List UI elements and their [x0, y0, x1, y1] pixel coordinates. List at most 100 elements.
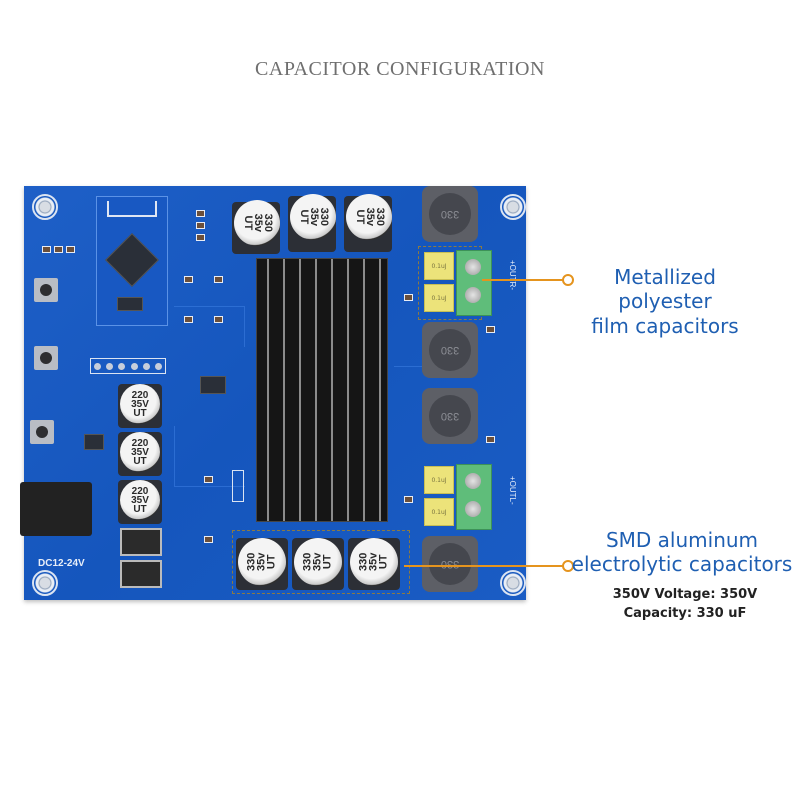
- film-capacitors-callout-label: Metallized polyester film capacitors: [570, 265, 760, 338]
- left-output-label: +OUTL-: [508, 476, 517, 505]
- smd-resistor: [404, 294, 413, 301]
- smd-resistor: [486, 436, 495, 443]
- bluetooth-chip: [105, 233, 159, 287]
- smd-resistor: [196, 222, 205, 229]
- left-output-screw-terminal: [456, 464, 492, 530]
- capacitor-brand: UT: [320, 554, 333, 570]
- capacitor-brand: UT: [264, 554, 277, 570]
- smd-capacitors-label-line1: SMD aluminum: [605, 528, 759, 552]
- polyester-film-capacitor: 0.1uJ: [424, 252, 454, 280]
- power-input-label: DC12-24V: [38, 558, 85, 569]
- smd-resistor: [42, 246, 51, 253]
- screw-icon: [465, 501, 481, 517]
- smd-capacitors-label-line2: electrolytic capacitors: [571, 552, 793, 577]
- film-capacitors-label-line2: film capacitors: [591, 313, 739, 338]
- screw-icon: [465, 473, 481, 489]
- mounting-hole-top-left: [32, 194, 58, 220]
- film-capacitor-marking: 0.1uJ: [431, 508, 447, 516]
- smd-resistor: [66, 246, 75, 253]
- smd-capacitors-callout-line: [404, 565, 566, 567]
- smd-diode: [120, 528, 162, 556]
- capacitor-value: 220: [131, 485, 149, 497]
- inductor-marking: 330: [429, 395, 471, 437]
- pcb-trace: [174, 426, 245, 487]
- header-pins: [90, 358, 166, 374]
- next-volume-up-button: [34, 346, 58, 370]
- mounting-hole-top-right: [500, 194, 526, 220]
- power-inductor: 330: [422, 322, 478, 378]
- capacitor-value: 220: [131, 389, 149, 401]
- right-output-label: +OUTR-: [508, 260, 517, 290]
- heatsink: [256, 258, 388, 522]
- capacitor-brand: UT: [133, 503, 147, 515]
- inductor-marking: 330: [429, 543, 471, 585]
- smd-resistor: [214, 316, 223, 323]
- power-inductor: 330: [422, 536, 478, 592]
- smd-resistor: [184, 316, 193, 323]
- prev-volume-down-button: [34, 278, 58, 302]
- op-amp-chip: [200, 376, 226, 394]
- smd-resistor: [204, 536, 213, 543]
- capacitor-brand: UT: [376, 554, 389, 570]
- polyester-film-capacitor: 0.1uJ: [424, 498, 454, 526]
- capacitor-voltage: 35V: [131, 398, 149, 410]
- capacitor-brand: UT: [242, 215, 255, 231]
- capacitor-voltage: 35V: [131, 494, 149, 506]
- smd-resistor: [404, 496, 413, 503]
- smd-resistor: [214, 276, 223, 283]
- inductor-marking: 330: [429, 193, 471, 235]
- capacitor-spec: 350V Voltage: 350V Capacity: 330 uF: [600, 586, 770, 624]
- smd-capacitors-callout-label: SMD aluminum electrolytic capacitors: [566, 528, 798, 577]
- regulator-chip: [84, 434, 104, 450]
- right-output-screw-terminal: [456, 250, 492, 316]
- film-capacitors-callout-dot: [562, 274, 574, 286]
- page-title: CAPACITOR CONFIGURATION: [255, 58, 545, 80]
- capacitor-brand: UT: [354, 209, 367, 225]
- power-inductor: 330: [422, 186, 478, 242]
- polyester-film-capacitor: 0.1uJ: [424, 466, 454, 494]
- antenna-icon: [107, 201, 157, 217]
- inductor-marking: 330: [429, 329, 471, 371]
- screw-icon: [465, 287, 481, 303]
- smd-resistor: [54, 246, 63, 253]
- smd-resistor: [196, 210, 205, 217]
- power-inductor: 330: [422, 388, 478, 444]
- screw-icon: [465, 259, 481, 275]
- capacitor-value: 220: [131, 437, 149, 449]
- smd-capacitors-highlight-box: [232, 530, 410, 594]
- smd-diode: [120, 560, 162, 588]
- film-capacitors-callout-line: [482, 279, 566, 281]
- smd-resistor: [486, 326, 495, 333]
- capacitor-brand: UT: [133, 455, 147, 467]
- bluetooth-module: [96, 196, 168, 326]
- capacitor-brand: UT: [298, 209, 311, 225]
- jumper-header: [232, 470, 244, 502]
- capacitor-voltage: 35V: [131, 446, 149, 458]
- film-capacitor-marking: 0.1uJ: [431, 262, 447, 270]
- smd-resistor: [196, 234, 205, 241]
- mounting-hole-bottom-left: [32, 570, 58, 596]
- capacitor-spec-capacity: Capacity: 330 uF: [623, 605, 747, 621]
- pcb-trace: [174, 306, 245, 347]
- capacitor-brand: UT: [133, 407, 147, 419]
- bluetooth-flash-chip: [117, 297, 143, 311]
- polyester-film-capacitor: 0.1uJ: [424, 284, 454, 312]
- film-capacitors-label-line1: Metallized polyester: [614, 265, 716, 314]
- capacitor-spec-voltage: 350V Voltage: 350V: [612, 587, 758, 602]
- film-capacitor-marking: 0.1uJ: [431, 294, 447, 302]
- mounting-hole-bottom-right: [500, 570, 526, 596]
- smd-capacitors-callout-dot: [562, 560, 574, 572]
- smd-resistor: [204, 476, 213, 483]
- dc-power-jack: [20, 482, 92, 536]
- play-pause-button: [30, 420, 54, 444]
